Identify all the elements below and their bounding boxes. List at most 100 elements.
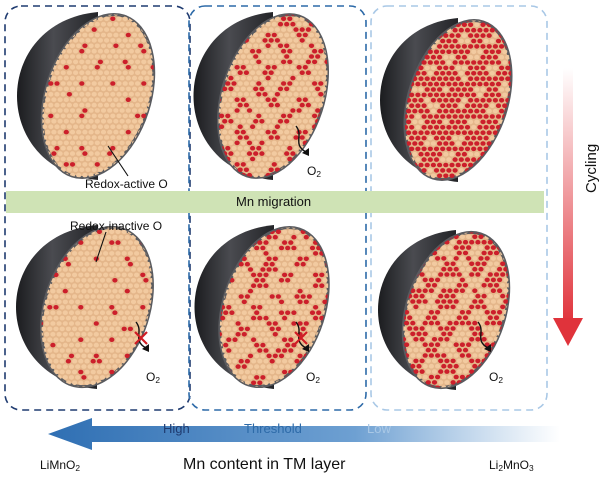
redox-active-o-dot [471,38,477,44]
redox-active-o-dot [419,293,425,299]
o-dot [122,113,128,119]
o-dot [441,342,447,348]
redox-active-o-dot [404,320,410,326]
o-dot [229,353,235,359]
o-dot [156,75,162,81]
redox-active-o-dot [443,98,449,103]
redox-active-o-dot [201,369,207,375]
redox-active-o-dot [437,130,443,135]
o-dot [275,283,281,289]
o-dot [503,342,509,348]
o-dot [250,38,256,43]
redox-active-o-dot [484,320,490,326]
redox-active-o-dot [110,145,116,151]
o-dot [104,27,110,32]
o-dot [222,172,228,178]
o-dot [93,245,99,251]
o-dot [106,310,112,316]
o-dot [308,119,315,124]
redox-active-o-dot [505,173,511,179]
o-dot [56,342,62,348]
o-dot [425,390,431,396]
o-dot [232,294,238,299]
redox-active-o-dot [486,33,492,38]
o-dot [456,390,462,396]
o-dot [59,358,65,364]
o-dot [141,135,147,140]
o-dot [309,364,316,369]
o-dot [28,369,34,375]
o-dot [240,151,246,156]
o-dot [340,364,347,369]
redox-active-o-dot [455,54,461,60]
o-dot [143,234,149,240]
o-dot [69,151,76,156]
o2-release-arrow-bottom-high-blocked-cross [134,331,148,345]
o-dot [68,278,75,283]
o-dot [293,92,299,97]
redox-active-o-dot [452,103,458,108]
redox-active-o-dot [388,358,394,364]
redox-active-o-dot [446,125,452,130]
o-dot [299,124,305,129]
o-dot [493,358,500,364]
redox-active-o-dot [464,60,471,65]
o-dot [512,369,518,374]
redox-active-o-dot [241,256,247,262]
redox-active-o-dot [216,385,223,391]
redox-active-o-dot [203,162,209,167]
o-dot [475,380,481,385]
o-dot [331,380,337,386]
o-dot [162,65,169,70]
o-dot [413,283,419,288]
o-dot [53,294,59,299]
o-dot [56,278,62,283]
mn-migration-band [6,191,544,213]
o-dot [325,348,331,353]
o-dot [459,256,465,261]
redox-active-o-dot [422,288,428,294]
o-dot [322,342,328,348]
o-dot [110,70,116,75]
o-dot [37,234,44,240]
o-dot [472,374,478,380]
o-dot [32,32,38,38]
o-dot [166,59,172,65]
redox-active-o-dot [520,60,526,65]
redox-active-o-dot [62,288,68,294]
o-dot [93,278,99,283]
redox-active-o-dot [250,156,256,162]
o-dot [210,385,216,391]
redox-active-o-dot [458,114,464,119]
o-dot [66,113,72,119]
o-dot [121,261,127,267]
redox-active-o-dot [440,114,446,119]
redox-active-o-dot [431,283,438,288]
o-dot [204,234,210,240]
redox-active-o-dot [438,272,444,277]
redox-active-o-dot [419,358,425,364]
redox-active-o-dot [404,310,410,315]
redox-active-o-dot [437,108,443,114]
o-dot [100,75,107,81]
o-dot [128,48,134,54]
redox-active-o-dot [299,102,305,108]
o-dot [336,113,342,119]
o-dot [131,97,138,102]
o-dot [48,167,54,173]
o-dot [262,81,268,86]
redox-active-o-dot [337,337,343,343]
redox-active-o-dot [309,245,316,251]
o-dot [387,22,393,28]
redox-active-o-dot [328,353,334,359]
o-dot [144,21,150,27]
o-dot [28,229,34,235]
o-dot [240,86,246,92]
o-dot [73,145,79,151]
redox-active-o-dot [487,239,493,245]
redox-active-o-dot [486,119,492,125]
redox-active-o-dot [440,103,446,108]
redox-active-o-dot [109,337,115,343]
redox-active-o-dot [455,11,461,17]
o-dot [287,167,293,173]
